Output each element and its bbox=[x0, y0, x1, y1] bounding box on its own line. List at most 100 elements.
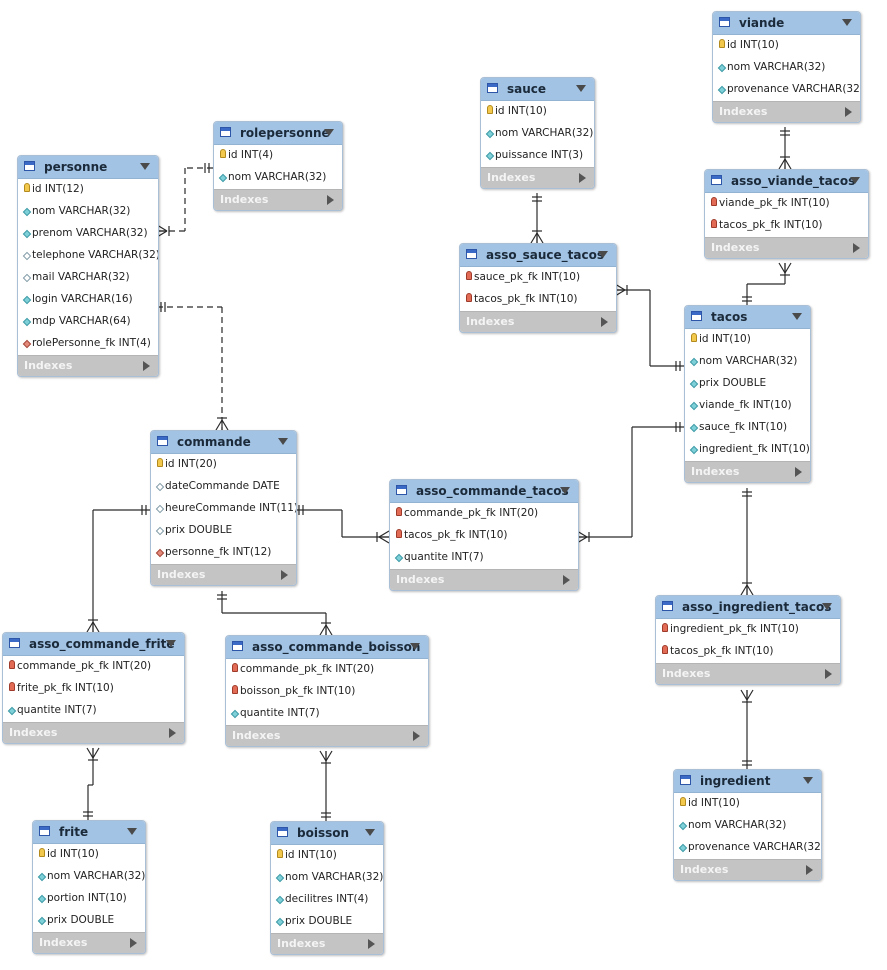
table-header[interactable]: asso_sauce_tacos bbox=[460, 244, 616, 267]
table-header[interactable]: boisson bbox=[271, 822, 383, 845]
indexes-section[interactable]: Indexes bbox=[151, 564, 296, 585]
column-row[interactable]: portion INT(10) bbox=[33, 888, 145, 910]
expand-arrow-icon[interactable] bbox=[853, 243, 860, 253]
expand-arrow-icon[interactable] bbox=[795, 467, 802, 477]
column-row[interactable]: heureCommande INT(11) bbox=[151, 498, 296, 520]
column-row[interactable]: frite_pk_fk INT(10) bbox=[3, 678, 184, 700]
indexes-section[interactable]: Indexes bbox=[390, 569, 578, 590]
column-row[interactable]: id INT(12) bbox=[18, 179, 158, 201]
column-row[interactable]: id INT(10) bbox=[33, 844, 145, 866]
column-row[interactable]: provenance VARCHAR(32) bbox=[713, 79, 860, 101]
table-header[interactable]: ingredient bbox=[674, 770, 821, 793]
table-header[interactable]: asso_commande_boisson bbox=[226, 636, 428, 659]
collapse-arrow-icon[interactable] bbox=[324, 129, 334, 136]
column-row[interactable]: prix DOUBLE bbox=[151, 520, 296, 542]
table-header[interactable]: rolepersonne bbox=[214, 122, 342, 145]
indexes-section[interactable]: Indexes bbox=[3, 722, 184, 743]
expand-arrow-icon[interactable] bbox=[281, 570, 288, 580]
table-header[interactable]: personne bbox=[18, 156, 158, 179]
column-row[interactable]: quantite INT(7) bbox=[3, 700, 184, 722]
collapse-arrow-icon[interactable] bbox=[410, 643, 420, 650]
expand-arrow-icon[interactable] bbox=[327, 195, 334, 205]
expand-arrow-icon[interactable] bbox=[130, 938, 137, 948]
indexes-section[interactable]: Indexes bbox=[33, 932, 145, 953]
indexes-section[interactable]: Indexes bbox=[685, 461, 810, 482]
column-row[interactable]: id INT(4) bbox=[214, 145, 342, 167]
column-row[interactable]: id INT(10) bbox=[271, 845, 383, 867]
expand-arrow-icon[interactable] bbox=[579, 173, 586, 183]
column-row[interactable]: sauce_pk_fk INT(10) bbox=[460, 267, 616, 289]
expand-arrow-icon[interactable] bbox=[368, 939, 375, 949]
column-row[interactable]: nom VARCHAR(32) bbox=[685, 351, 810, 373]
column-row[interactable]: login VARCHAR(16) bbox=[18, 289, 158, 311]
collapse-arrow-icon[interactable] bbox=[127, 828, 137, 835]
column-row[interactable]: nom VARCHAR(32) bbox=[271, 867, 383, 889]
column-row[interactable]: quantite INT(7) bbox=[226, 703, 428, 725]
column-row[interactable]: tacos_pk_fk INT(10) bbox=[656, 641, 840, 663]
collapse-arrow-icon[interactable] bbox=[850, 177, 860, 184]
table-header[interactable]: commande bbox=[151, 431, 296, 454]
column-row[interactable]: provenance VARCHAR(32) bbox=[674, 837, 821, 859]
column-row[interactable]: rolePersonne_fk INT(4) bbox=[18, 333, 158, 355]
expand-arrow-icon[interactable] bbox=[845, 107, 852, 117]
collapse-arrow-icon[interactable] bbox=[576, 85, 586, 92]
column-row[interactable]: telephone VARCHAR(32) bbox=[18, 245, 158, 267]
table-header[interactable]: frite bbox=[33, 821, 145, 844]
collapse-arrow-icon[interactable] bbox=[166, 640, 176, 647]
column-row[interactable]: mdp VARCHAR(64) bbox=[18, 311, 158, 333]
indexes-section[interactable]: Indexes bbox=[226, 725, 428, 746]
indexes-section[interactable]: Indexes bbox=[460, 311, 616, 332]
indexes-section[interactable]: Indexes bbox=[214, 189, 342, 210]
column-row[interactable]: decilitres INT(4) bbox=[271, 889, 383, 911]
column-row[interactable]: ingredient_fk INT(10) bbox=[685, 439, 810, 461]
column-row[interactable]: id INT(10) bbox=[713, 35, 860, 57]
column-row[interactable]: commande_pk_fk INT(20) bbox=[390, 503, 578, 525]
column-row[interactable]: prix DOUBLE bbox=[33, 910, 145, 932]
column-row[interactable]: nom VARCHAR(32) bbox=[674, 815, 821, 837]
table-header[interactable]: tacos bbox=[685, 306, 810, 329]
column-row[interactable]: nom VARCHAR(32) bbox=[18, 201, 158, 223]
table-header[interactable]: asso_commande_tacos bbox=[390, 480, 578, 503]
collapse-arrow-icon[interactable] bbox=[278, 438, 288, 445]
column-row[interactable]: nom VARCHAR(32) bbox=[481, 123, 594, 145]
table-header[interactable]: viande bbox=[713, 12, 860, 35]
column-row[interactable]: prix DOUBLE bbox=[271, 911, 383, 933]
collapse-arrow-icon[interactable] bbox=[803, 777, 813, 784]
column-row[interactable]: quantite INT(7) bbox=[390, 547, 578, 569]
column-row[interactable]: puissance INT(3) bbox=[481, 145, 594, 167]
expand-arrow-icon[interactable] bbox=[825, 669, 832, 679]
expand-arrow-icon[interactable] bbox=[143, 361, 150, 371]
column-row[interactable]: nom VARCHAR(32) bbox=[33, 866, 145, 888]
indexes-section[interactable]: Indexes bbox=[674, 859, 821, 880]
column-row[interactable]: id INT(10) bbox=[685, 329, 810, 351]
collapse-arrow-icon[interactable] bbox=[365, 829, 375, 836]
expand-arrow-icon[interactable] bbox=[413, 731, 420, 741]
indexes-section[interactable]: Indexes bbox=[656, 663, 840, 684]
collapse-arrow-icon[interactable] bbox=[560, 487, 570, 494]
column-row[interactable]: id INT(10) bbox=[481, 101, 594, 123]
indexes-section[interactable]: Indexes bbox=[18, 355, 158, 376]
column-row[interactable]: prix DOUBLE bbox=[685, 373, 810, 395]
column-row[interactable]: id INT(20) bbox=[151, 454, 296, 476]
collapse-arrow-icon[interactable] bbox=[792, 313, 802, 320]
column-row[interactable]: commande_pk_fk INT(20) bbox=[3, 656, 184, 678]
indexes-section[interactable]: Indexes bbox=[713, 101, 860, 122]
collapse-arrow-icon[interactable] bbox=[842, 19, 852, 26]
indexes-section[interactable]: Indexes bbox=[481, 167, 594, 188]
column-row[interactable]: tacos_pk_fk INT(10) bbox=[705, 215, 868, 237]
column-row[interactable]: sauce_fk INT(10) bbox=[685, 417, 810, 439]
indexes-section[interactable]: Indexes bbox=[271, 933, 383, 954]
column-row[interactable]: dateCommande DATE bbox=[151, 476, 296, 498]
